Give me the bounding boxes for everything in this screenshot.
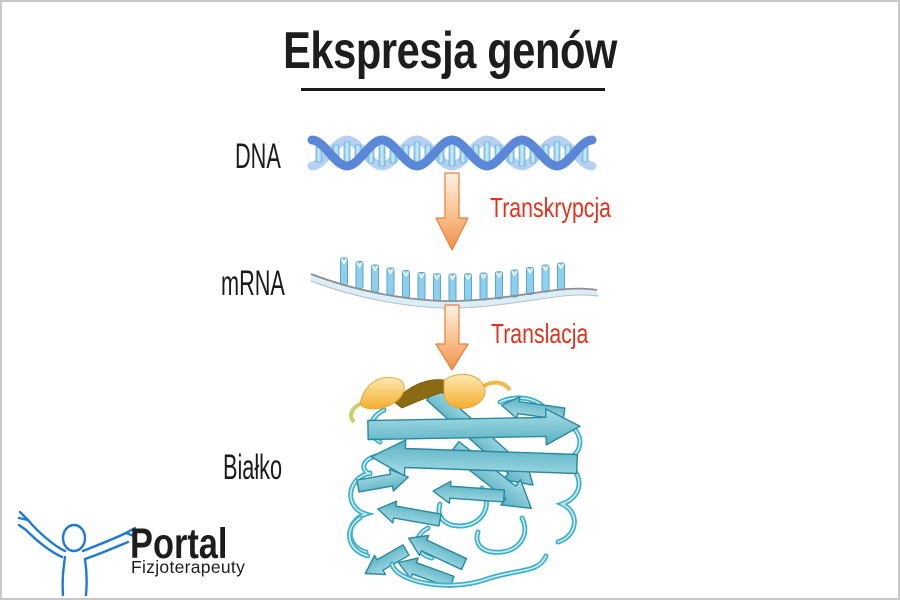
transcription-label: Transkrypcja [490,192,612,223]
protein-label: Białko [223,448,283,487]
transcription-arrow-icon [435,172,469,251]
logo-figure-icon [18,510,136,596]
dna-strand-dark [307,135,597,171]
translation-label: Translacja [491,318,589,349]
alpha-helix [349,373,512,424]
title-underline [301,88,605,91]
dna-helix-illustration [307,135,597,171]
beta-sheet-arrows [356,387,581,589]
mrna-strand-illustration [309,257,600,309]
translation-arrow-icon [435,304,469,371]
mrna-base-notches [341,258,564,281]
logo-name: Portal [130,520,228,568]
mrna-label: mRNA [221,264,285,303]
mrna-bases [340,257,565,302]
protein-ribbon-illustration [347,373,583,589]
page-title: Ekspresja genów [283,22,617,80]
protein-loops-front [347,515,549,588]
dna-label: DNA [235,137,281,176]
logo-subtitle: Fizjoterapeuty [131,557,246,577]
mrna-backbone-line [310,273,598,302]
mrna-backbone-band [309,273,598,308]
